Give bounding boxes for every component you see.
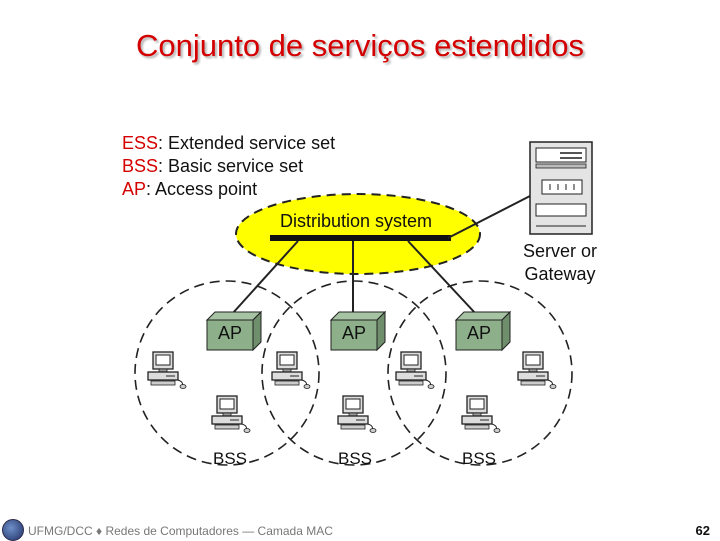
- server-icon: [529, 141, 593, 235]
- footer-text: UFMG/DCC ♦ Redes de Computadores — Camad…: [28, 524, 333, 538]
- legend-bss: BSS: Basic service set: [122, 156, 304, 176]
- station-computer-icon: [517, 351, 557, 390]
- bss-circle-left: [134, 280, 320, 466]
- slide-title: Conjunto de serviços estendidos: [135, 28, 585, 63]
- bss-label-middle: BSS: [337, 449, 373, 468]
- bss-circle-right: [387, 280, 573, 466]
- legend-ess: ESS: Extended service set: [122, 133, 336, 153]
- footer: UFMG/DCC ♦ Redes de Computadores — Camad…: [0, 518, 720, 541]
- server-label: Server or Gateway: [522, 241, 598, 284]
- legend-ap: AP: Access point: [122, 179, 258, 199]
- station-computer-icon: [337, 395, 377, 434]
- ufmg-logo-icon: [2, 519, 24, 541]
- station-computer-icon: [461, 395, 501, 434]
- link-ap-right: [407, 240, 477, 315]
- legend: ESS: Extended service set BSS: Basic ser…: [122, 132, 335, 201]
- bss-label-right: BSS: [461, 449, 497, 468]
- station-computer-icon: [395, 351, 435, 390]
- ap-label-middle: AP: [341, 323, 366, 343]
- ap-label-left: AP: [217, 323, 242, 343]
- link-ap-left: [231, 240, 299, 315]
- link-server: [447, 195, 531, 239]
- station-computer-icon: [211, 395, 251, 434]
- station-computer-icon: [271, 351, 311, 390]
- station-computer-icon: [147, 351, 187, 390]
- distribution-system-ellipse: [235, 193, 481, 275]
- page-number: 62: [695, 523, 710, 538]
- distribution-bus: [270, 235, 451, 241]
- distribution-system-label: Distribution system: [279, 211, 433, 231]
- ap-label-right: AP: [466, 323, 491, 343]
- bss-label-left: BSS: [212, 449, 248, 468]
